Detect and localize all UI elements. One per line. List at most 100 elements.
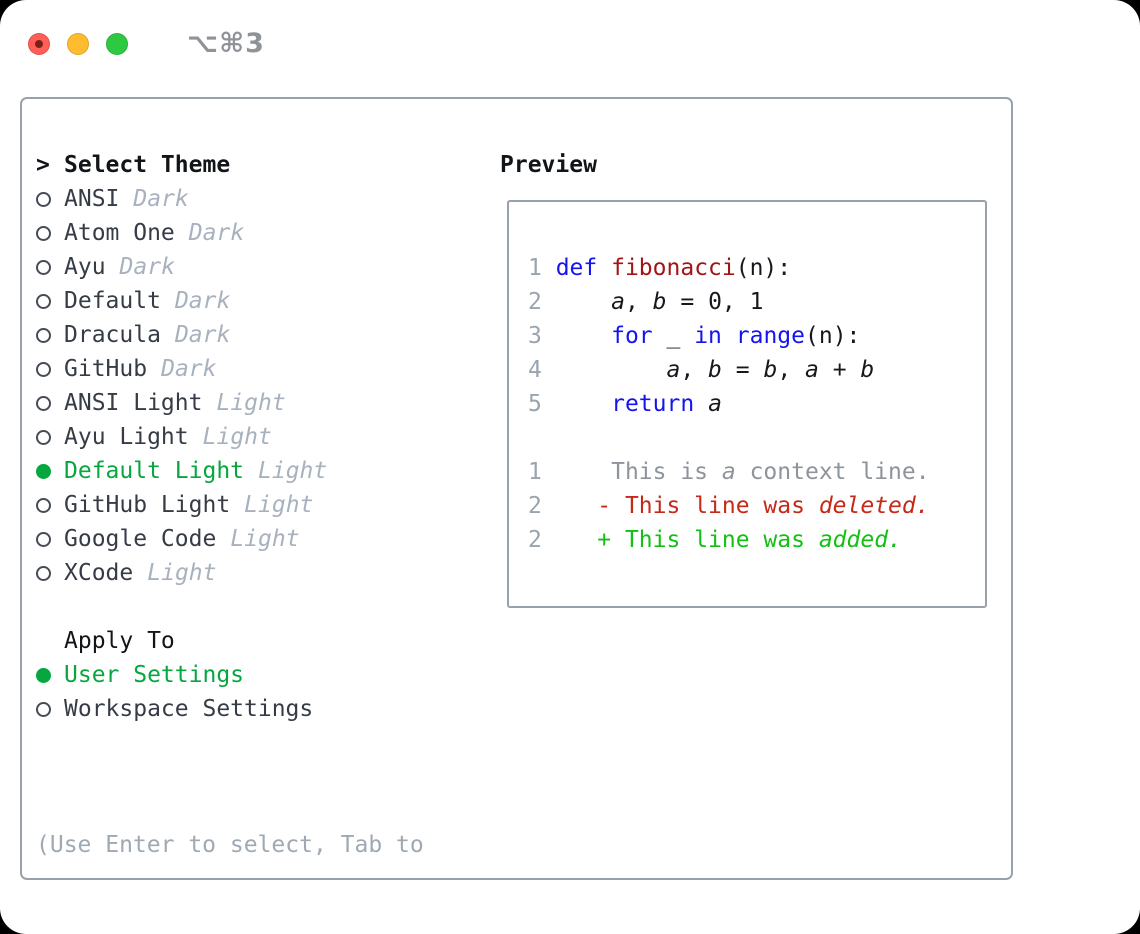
token-txt: , xyxy=(777,357,806,383)
radio-icon xyxy=(36,429,64,445)
apply-to-heading: Apply To xyxy=(64,628,175,654)
selection-chevron-icon: > xyxy=(36,152,50,178)
code-line: 1 This is a context line. xyxy=(528,455,930,489)
code-line: 2 + This line was added. xyxy=(528,523,930,557)
code-line: 5 return a xyxy=(528,387,874,421)
theme-option-ayu-dark[interactable]: Ayu Dark xyxy=(36,250,424,284)
minimize-button[interactable] xyxy=(67,32,89,55)
token-addx: added. xyxy=(818,527,902,553)
token-var: b xyxy=(652,289,667,315)
theme-variant: Dark xyxy=(133,186,189,212)
radio-icon xyxy=(36,361,64,377)
theme-option-xcode-light[interactable]: XCode Light xyxy=(36,556,424,590)
theme-option-default-dark[interactable]: Default Dark xyxy=(36,284,424,318)
theme-variant: Light xyxy=(244,492,314,518)
theme-variant: Dark xyxy=(161,356,217,382)
theme-option-ansi-light[interactable]: ANSI Light Light xyxy=(36,386,424,420)
theme-variant: Light xyxy=(216,390,286,416)
token-ctxvar: a xyxy=(721,459,736,485)
radio-icon xyxy=(36,701,64,717)
token-txt: _ xyxy=(652,323,695,349)
theme-name: XCode xyxy=(64,560,134,586)
token-num: 4 xyxy=(528,357,542,383)
token-txt: (n): xyxy=(805,323,861,349)
token-num: 2 xyxy=(528,289,542,315)
theme-variant: Dark xyxy=(174,322,231,348)
theme-variant: Dark xyxy=(174,288,231,314)
theme-picker-panel: > Select Theme ANSI Dark Atom One Dark A… xyxy=(20,97,1013,880)
code-line: 2 - This line was deleted. xyxy=(528,489,930,523)
theme-option-dracula-dark[interactable]: Dracula Dark xyxy=(36,318,424,352)
token-var: a xyxy=(666,357,681,383)
token-txt xyxy=(542,289,611,315)
token-kw: def xyxy=(555,255,598,281)
token-txt xyxy=(542,527,597,553)
radio-icon xyxy=(36,395,64,411)
token-kw: in xyxy=(694,323,722,349)
theme-option-atom-one-dark[interactable]: Atom One Dark xyxy=(36,216,424,250)
theme-variant: Light xyxy=(258,458,328,484)
radio-icon xyxy=(36,191,64,207)
window-title: ⌥⌘3 xyxy=(187,28,265,59)
theme-variant: Light xyxy=(230,526,300,552)
token-kw: return xyxy=(611,391,695,417)
theme-name: Default xyxy=(64,288,161,314)
token-txt xyxy=(542,323,611,349)
help-line: (Use Enter to select, Tab to xyxy=(36,832,424,858)
token-ctx: This is xyxy=(541,459,722,485)
apply-option-workspace-settings[interactable]: Workspace Settings xyxy=(36,692,424,726)
diff-preview: 1 This is a context line.2 - This line w… xyxy=(528,455,930,557)
token-var: a xyxy=(708,391,722,417)
theme-list: > Select Theme ANSI Dark Atom One Dark A… xyxy=(36,148,424,934)
page-title: Select Theme xyxy=(64,152,231,178)
theme-option-default-light[interactable]: Default Light Light xyxy=(36,454,424,488)
token-fn: fibonacci xyxy=(611,255,736,281)
zoom-button[interactable] xyxy=(106,32,128,55)
theme-option-ayu-light[interactable]: Ayu Light Light xyxy=(36,420,424,454)
theme-variant: Dark xyxy=(188,220,245,246)
preview-heading: Preview xyxy=(500,152,597,178)
theme-option-google-code-light[interactable]: Google Code Light xyxy=(36,522,424,556)
theme-name: Atom One xyxy=(64,220,175,246)
apply-option-label: Workspace Settings xyxy=(64,696,314,722)
theme-name: Ayu Light xyxy=(64,424,189,450)
token-txt xyxy=(542,391,611,417)
apply-option-user-settings[interactable]: User Settings xyxy=(36,658,424,692)
token-var: a xyxy=(805,357,819,383)
token-txt: = xyxy=(721,357,764,383)
help-text: (Use Enter to select, Tab to change focu… xyxy=(36,760,424,934)
token-num: 2 xyxy=(528,527,542,553)
code-line: 4 a, b = b, a + b xyxy=(528,353,874,387)
theme-option-github-dark[interactable]: GitHub Dark xyxy=(36,352,424,386)
radio-icon xyxy=(36,497,64,513)
theme-name: ANSI Light xyxy=(64,390,203,416)
radio-icon-selected xyxy=(36,667,64,683)
radio-icon xyxy=(36,531,64,547)
token-var: b xyxy=(708,357,722,383)
token-txt: , xyxy=(680,357,709,383)
theme-option-github-light[interactable]: GitHub Light Light xyxy=(36,488,424,522)
theme-list-heading: > Select Theme xyxy=(36,148,424,182)
token-txt xyxy=(722,323,736,349)
theme-name: Google Code xyxy=(64,526,217,552)
theme-name: Default Light xyxy=(64,458,245,484)
radio-icon xyxy=(36,225,64,241)
radio-icon xyxy=(36,259,64,275)
theme-variant: Light xyxy=(202,424,272,450)
radio-icon xyxy=(36,327,64,343)
close-dot-icon xyxy=(35,39,43,48)
token-del: - This line was xyxy=(597,493,819,519)
token-ctx: context line. xyxy=(735,459,930,485)
theme-name: Ayu xyxy=(64,254,106,280)
close-button[interactable] xyxy=(28,32,50,55)
token-add: + This line was xyxy=(597,527,819,553)
token-txt xyxy=(542,357,667,383)
theme-name: GitHub xyxy=(64,356,148,382)
theme-name: Dracula xyxy=(64,322,161,348)
token-num: 2 xyxy=(528,493,542,519)
token-var: a xyxy=(611,289,625,315)
theme-name: GitHub Light xyxy=(64,492,231,518)
theme-option-ansi-dark[interactable]: ANSI Dark xyxy=(36,182,424,216)
token-var: b xyxy=(763,357,778,383)
